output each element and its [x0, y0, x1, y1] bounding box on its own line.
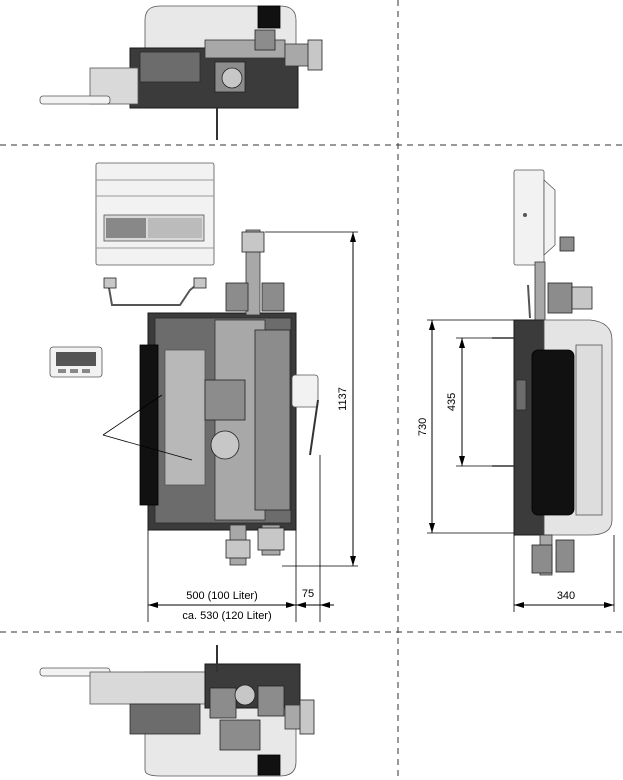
remote-display	[49, 346, 103, 378]
side-height-label: 730	[417, 418, 429, 436]
side-depth-label: 340	[557, 590, 575, 602]
controller-unit	[95, 162, 215, 266]
hole-spacing-label: 435	[446, 393, 458, 411]
bottom-view	[39, 645, 315, 777]
offset-label: 75	[302, 588, 314, 600]
front-dimensions: 1137 500 (100 Liter) ca. 530 (120 Liter)…	[147, 231, 358, 622]
front-view	[49, 162, 319, 566]
side-view	[492, 169, 613, 576]
top-view	[39, 5, 323, 140]
height-dim-label: 1137	[337, 387, 349, 411]
side-dimensions: 730 435 340	[417, 319, 615, 612]
width-100-label: 500 (100 Liter)	[186, 590, 258, 602]
width-120-label: ca. 530 (120 Liter)	[182, 610, 271, 622]
